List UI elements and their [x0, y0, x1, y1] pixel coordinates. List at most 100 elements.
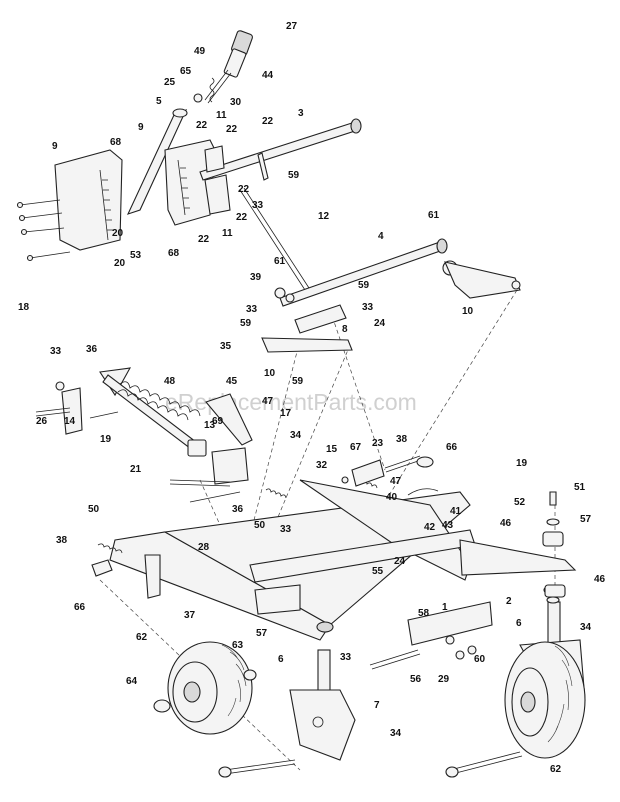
callout-19-a: 19 — [100, 434, 112, 445]
callout-49: 49 — [194, 46, 206, 57]
callout-56: 29 — [438, 674, 450, 685]
callout-23: 23 — [372, 438, 384, 449]
caster-wheel-left — [153, 641, 257, 735]
callout-41: 41 — [450, 506, 462, 517]
callout-52: 52 — [514, 497, 526, 508]
callout-17: 17 — [280, 408, 292, 419]
callout-57-a: 57 — [580, 514, 592, 525]
callout-8: 8 — [342, 324, 348, 335]
suspension-spring-assembly — [99, 367, 207, 457]
callout-30: 30 — [230, 97, 242, 108]
callout-34-a: 34 — [290, 430, 302, 441]
callout-45: 45 — [226, 376, 238, 387]
callout-27: 27 — [286, 21, 298, 32]
callout-20: 20 — [112, 228, 124, 239]
lift-handle-tube — [126, 108, 188, 215]
callout-4: 4 — [378, 231, 384, 242]
height-adjust-spring-assembly — [193, 30, 253, 104]
callout-9-a: 9 — [138, 122, 144, 133]
callout-42: 42 — [424, 522, 436, 533]
callout-33-d: 33 — [50, 346, 62, 357]
callout-57-b: 57 — [256, 628, 268, 639]
axle-bolt-left — [218, 759, 296, 778]
callout-62: 63 — [232, 640, 244, 651]
callout-39: 39 — [250, 272, 262, 283]
callout-59-d: 59 — [292, 376, 304, 387]
callout-6-a: 62 — [136, 632, 148, 643]
callout-61-a: 61 — [428, 210, 440, 221]
callout-7: 56 — [410, 674, 422, 685]
callout-36-b: 36 — [232, 504, 244, 515]
callout-36-a: 36 — [86, 344, 98, 355]
callout-33-f: 33 — [340, 652, 352, 663]
callout-22: 22 — [226, 124, 238, 135]
callout-68-b: 68 — [168, 248, 180, 259]
callout-50-a: 50 — [88, 504, 100, 515]
callout-61-b: 61 — [274, 256, 286, 267]
callout-31-c: 22 — [238, 184, 250, 195]
callout-20-b: 20 — [114, 258, 126, 269]
axle-bracket — [369, 601, 493, 670]
callout-38-a: 38 — [396, 434, 408, 445]
callout-55: 58 — [418, 608, 430, 619]
callout-18: 18 — [18, 302, 30, 313]
callout-58: 1 — [442, 602, 448, 613]
callout-47: 47 — [262, 396, 274, 407]
callout-24-b: 24 — [394, 556, 406, 567]
upper-lift-shaft — [199, 118, 362, 215]
callout-48: 48 — [164, 376, 176, 387]
callout-1-a: 6 — [516, 618, 522, 629]
lower-lift-shaft — [279, 238, 521, 307]
callout-43: 43 — [442, 520, 454, 531]
callout-64: 7 — [374, 700, 380, 711]
callout-21: 21 — [130, 464, 142, 475]
callout-9-b: 9 — [52, 141, 58, 152]
callout-63: 64 — [126, 676, 138, 687]
pivot-link-hardware — [341, 455, 439, 496]
callout-59-a: 59 — [288, 170, 300, 181]
callout-12: 12 — [318, 211, 330, 222]
callout-24-a: 24 — [374, 318, 386, 329]
callout-28: 28 — [198, 542, 210, 553]
callout-53: 53 — [130, 250, 142, 261]
callout-32: 32 — [316, 460, 328, 471]
callout-31-e: 22 — [198, 234, 210, 245]
callout-6-b: 62 — [550, 764, 562, 775]
callout-11-a: 11 — [216, 110, 227, 121]
callout-44: 44 — [262, 70, 274, 81]
callout-14: 14 — [64, 416, 76, 427]
callout-11-b: 11 — [222, 228, 233, 239]
callout-59-c: 59 — [240, 318, 252, 329]
caster-wheel-right — [445, 641, 586, 778]
callout-46-b: 46 — [594, 574, 606, 585]
lift-link-rod — [239, 187, 310, 291]
pivot-bracket — [169, 393, 253, 503]
callout-26: 26 — [36, 416, 48, 427]
callout-33-b: 33 — [246, 304, 258, 315]
callout-50-b: 50 — [254, 520, 266, 531]
quadrant-pins — [16, 199, 71, 262]
callout-59-b: 59 — [358, 280, 370, 291]
callout-31-d: 22 — [236, 212, 248, 223]
height-quadrant-plates — [54, 139, 216, 251]
callout-labels: 27 49 44 65 25 30 5 3 9 22 11 22 22 68 9… — [18, 21, 606, 775]
callout-66-b: 66 — [74, 602, 86, 613]
callout-10-b: 10 — [264, 368, 276, 379]
callout-33-a: 33 — [252, 200, 264, 211]
callout-69: 69 — [212, 416, 224, 427]
callout-47-b: 47 — [390, 476, 402, 487]
callout-19-b: 19 — [516, 458, 528, 469]
main-frame — [109, 479, 577, 641]
callout-46-a: 46 — [500, 518, 512, 529]
callout-10-a: 10 — [462, 306, 474, 317]
callout-31-a: 22 — [196, 120, 208, 131]
callout-67: 67 — [350, 442, 362, 453]
callout-38-b: 38 — [56, 535, 68, 546]
callout-65: 65 — [180, 66, 192, 77]
callout-13: 13 — [204, 420, 216, 431]
callout-3: 3 — [298, 108, 304, 119]
callout-33-e: 33 — [280, 524, 292, 535]
spring-mount-bracket — [35, 381, 119, 435]
callout-40: 40 — [386, 492, 398, 503]
